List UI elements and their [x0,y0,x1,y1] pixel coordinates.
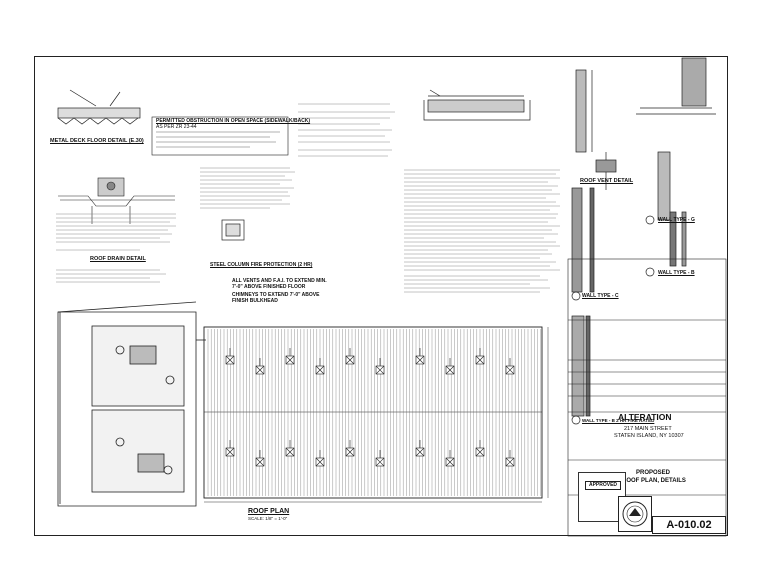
roof-vent-icon [475,440,485,457]
roof-vent-icon [225,440,235,457]
roof-vent-icon [445,450,455,467]
roof-vent-icon [505,450,515,467]
roof-vent-icon [445,358,455,375]
wall-type-b-label: WALL TYPE - B [658,270,695,276]
code-reference: AS PER ZR 23-44 [156,124,197,130]
project-name: ALTERATION [618,412,672,422]
wall-type-g-label: WALL TYPE - G [658,217,695,223]
roof-vent-icon [375,450,385,467]
metal-deck-detail-label: METAL DECK FLOOR DETAIL (E.30) [50,138,144,144]
roof-vent-icon [345,348,355,365]
seal-icon [618,496,652,532]
roof-vent-icon [255,450,265,467]
roof-vent-icon [225,348,235,365]
roof-vent-icon [505,358,515,375]
sheet-title-2: ROOF PLAN, DETAILS [622,478,686,484]
sheet-title-1: PROPOSED [636,470,671,476]
roof-vent-icon [475,348,485,365]
roof-vent-icon [375,358,385,375]
roof-vent-icon [415,348,425,365]
roof-plan-scale: SCALE: 1/8" = 1'-0" [248,516,288,521]
wall-type-c-label: WALL TYPE - C [582,293,619,299]
roof-vent-icon [285,348,295,365]
roof-vent-icon [255,358,265,375]
address-line-1: 217 MAIN STREET [624,426,672,432]
wall-type-b2-label: WALL TYPE - B 2 HR FIRE RATED [582,418,655,423]
roof-drain-detail-label: ROOF DRAIN DETAIL [90,256,146,262]
roof-vent-icon [415,440,425,457]
steel-column-label: STEEL COLUMN FIRE PROTECTION (2 HR) [210,262,313,268]
roof-vent-detail-label: ROOF VENT DETAIL [580,178,634,184]
vents-note: ALL VENTS AND F.A.I. TO EXTEND MIN. 7'-0… [232,278,327,290]
roof-vent-icon [285,440,295,457]
chimneys-note: CHIMNEYS TO EXTEND 7'-0" ABOVE FINISH BU… [232,292,320,304]
sheet-number: A-010.02 [652,516,726,534]
approved-text: APPROVED [585,481,621,490]
address-line-2: STATEN ISLAND, NY 10307 [614,433,684,439]
roof-vent-icon [315,358,325,375]
roof-vent-icon [315,450,325,467]
roof-vent-icon [345,440,355,457]
roof-plan-label: ROOF PLAN [248,508,290,515]
permitted-obstruction-note: PERMITTED OBSTRUCTION IN OPEN SPACE (SID… [156,118,311,124]
